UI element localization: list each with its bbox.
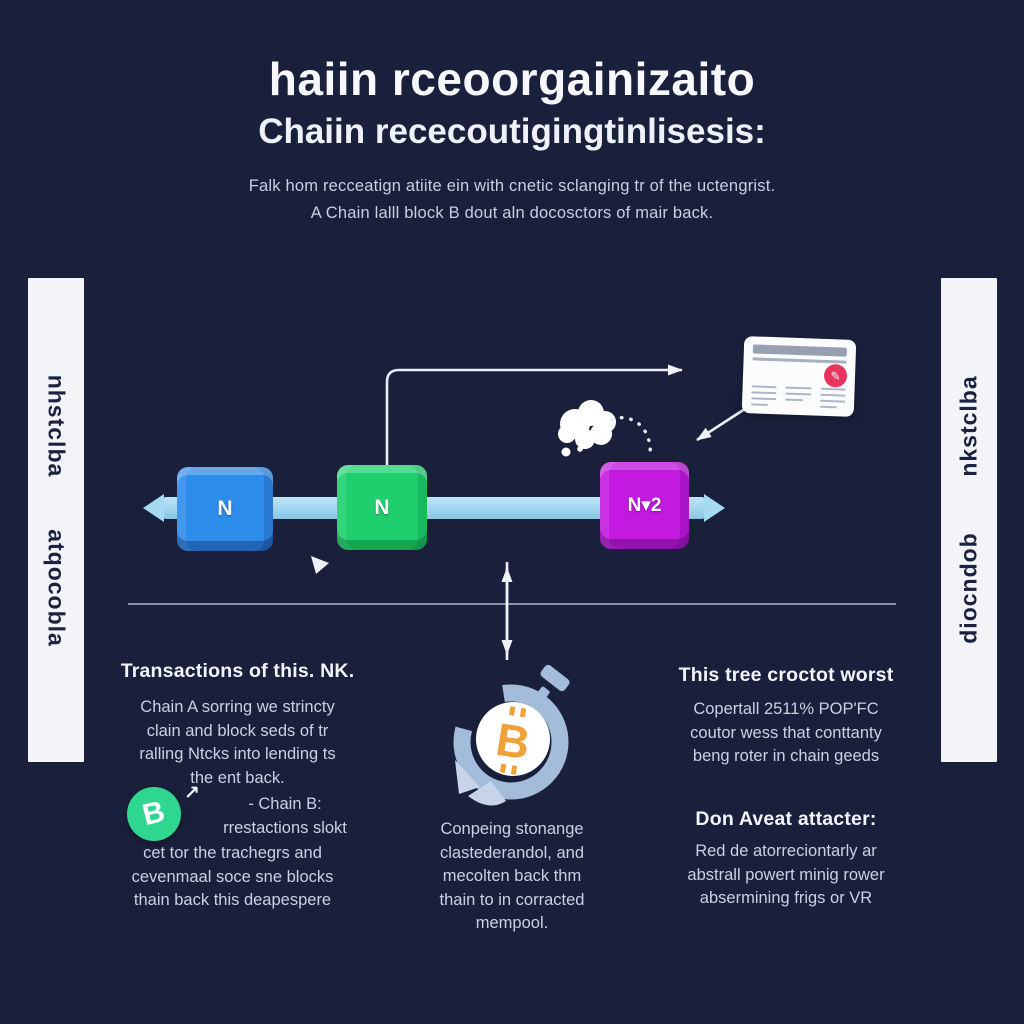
right-sidebar: nkstclba diocndob — [941, 278, 997, 762]
left-column-heading: Transactions of this. NK. — [120, 660, 355, 682]
block-n-green-label: N — [374, 495, 390, 519]
up-right-arrow-icon: ↗ — [184, 783, 200, 804]
bitcoin-symbol: B — [493, 706, 534, 775]
right-column-heading-1: This tree croctot worst — [678, 664, 894, 686]
chain-bar-left-tip — [143, 494, 164, 522]
chain-bar — [163, 497, 705, 519]
left-sidebar-label-top: nhstclba — [43, 374, 70, 478]
browser-card-icon: ✎ — [741, 336, 857, 417]
right-column-heading-2: Don Aveat attacter: — [695, 808, 877, 830]
page-title: haiin rceoorgainizaito — [268, 53, 756, 105]
block-n2-purple-label: N▾2 — [627, 495, 662, 516]
pencil-glyph: ✎ — [830, 368, 841, 383]
card-header-bar — [752, 344, 848, 357]
thought-cloud-icon — [558, 400, 616, 457]
svg-text:B: B — [493, 713, 534, 770]
right-column-paragraph-1: Copertall 2511% POP'FC coutor wess that … — [690, 700, 882, 765]
left-column-paragraph-1: Chain A sorring we strincty clain and bl… — [139, 698, 336, 787]
stopwatch-fragment — [468, 781, 506, 806]
left-sidebar-label-bottom: atqocobla — [43, 529, 70, 647]
dotted-thought-trail — [610, 416, 652, 460]
tagline-line2: A Chain lalll block B dout aln docosctor… — [310, 204, 714, 222]
card-thin-line — [752, 357, 847, 364]
left-sidebar: nhstclba atqocobla — [28, 278, 84, 762]
right-column-paragraph-2: Red de atorreciontarly ar abstrall power… — [687, 842, 885, 907]
tagline-line1: Falk hom recceatign atiite ein with cnet… — [248, 177, 776, 195]
chain-b-label: - Chain B: rrestactions slokt — [223, 795, 347, 837]
center-column-paragraph: Conpeing stonange clastederandol, and me… — [439, 820, 585, 932]
block-n-blue: N — [177, 467, 273, 551]
chain-bar-right-tip — [704, 494, 725, 522]
left-column-paragraph-2: cet tor the trachegrs and cevenmaal soce… — [131, 844, 334, 909]
chain-b-coin-icon: B — [127, 787, 181, 841]
stopwatch-bitcoin-icon: B — [453, 664, 570, 806]
right-sidebar-label-top: nkstclba — [955, 375, 982, 477]
block-n-blue-label: N — [217, 497, 233, 520]
right-sidebar-label-bottom: diocndob — [955, 532, 982, 644]
card-text-lines — [750, 384, 846, 409]
page-subtitle: Chaiin rececoutigingtinlisesis: — [258, 112, 766, 151]
elbow-arrow — [385, 364, 683, 466]
block-n2-purple: N▾2 — [600, 462, 689, 549]
pencil-badge-icon: ✎ — [823, 363, 848, 388]
coin-b-glyph: B — [139, 794, 169, 833]
block-n-green: N — [337, 465, 427, 550]
cursor-triangle-icon — [311, 556, 329, 574]
stopwatch-fragment — [455, 760, 480, 794]
